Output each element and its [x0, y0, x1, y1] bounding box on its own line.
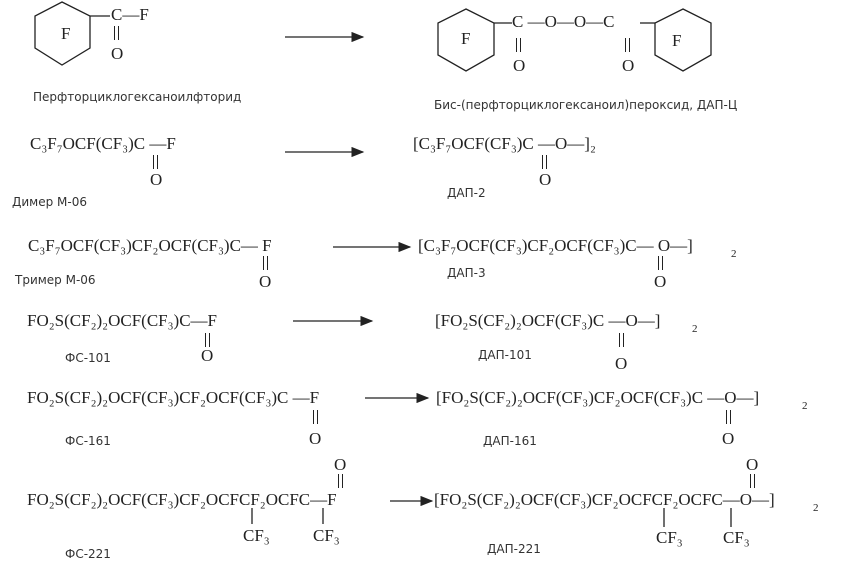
cf3-branch: CF₃ [656, 528, 683, 547]
carbonyl-oxygen: O [259, 272, 272, 291]
ring-label: F [61, 24, 71, 43]
product-subscript: 2 [813, 502, 819, 514]
ring-label: F [672, 31, 682, 50]
product-label: ДАП-161 [483, 434, 537, 448]
reactant-label: Димер М-06 [12, 195, 87, 209]
reactant-label: ФС-221 [65, 547, 111, 561]
carbonyl-oxygen: O [622, 56, 635, 75]
cf3-branch: CF₃ [313, 526, 340, 545]
double-bond [516, 38, 521, 52]
reactant-formula: FO₂S(CF₂)₂OCF(CF₃)C—F [27, 311, 217, 330]
acyl-fluoride-group: C—F [111, 5, 149, 24]
reactant-formula: FO₂S(CF₂)₂OCF(CF₃)CF₂OCF(CF₃)C —F [27, 388, 320, 407]
product-subscript: 2 [731, 248, 737, 260]
cyclohexane-ring-product-right [654, 8, 712, 72]
carbonyl-oxygen: O [111, 44, 124, 63]
reactant-formula: FO₂S(CF₂)₂OCF(CF₃)CF₂OCFCF₂OCFC—F [27, 490, 337, 509]
double-bond [619, 333, 624, 347]
double-bond [205, 333, 210, 347]
product-formula: [FO₂S(CF₂)₂OCF(CF₃)CF₂OCF(CF₃)C —O—] [436, 388, 760, 407]
double-bond [625, 38, 630, 52]
reactant-label: ФС-101 [65, 351, 111, 365]
double-bond [726, 410, 731, 424]
peroxide-chain: C —O—O—C [512, 12, 615, 31]
product-label: ДАП-101 [478, 348, 532, 362]
product-label: Бис-(перфторциклогексаноил)пероксид, ДАП… [434, 98, 738, 112]
product-formula: [FO₂S(CF₂)₂OCF(CF₃)CF₂OCFCF₂OCFC—O—] [434, 490, 775, 509]
carbonyl-oxygen: O [150, 170, 163, 189]
reactant-label: ФС-161 [65, 434, 111, 448]
product-formula: [C₃F₇OCF(CF₃)CF₂OCF(CF₃)C— O—] [418, 236, 693, 255]
carbonyl-oxygen: O [539, 170, 552, 189]
carbonyl-oxygen: O [201, 346, 214, 365]
product-label: ДАП-2 [447, 186, 486, 200]
product-formula: [FO₂S(CF₂)₂OCF(CF₃)C —O—] [435, 311, 661, 330]
double-bond [658, 256, 663, 270]
cf3-branch: CF₃ [723, 528, 750, 547]
carbonyl-oxygen: O [746, 455, 759, 474]
ring-label: F [461, 29, 471, 48]
carbonyl-oxygen: O [615, 354, 628, 373]
reactant-label: Тример М-06 [15, 273, 96, 287]
product-subscript: 2 [802, 400, 808, 412]
double-bond [542, 155, 547, 169]
reactant-formula: C₃F₇OCF(CF₃)C —F [30, 134, 176, 153]
double-bond [114, 26, 119, 40]
product-formula: [C₃F₇OCF(CF₃)C —O—]₂ [413, 134, 596, 153]
carbonyl-oxygen: O [513, 56, 526, 75]
double-bond [153, 155, 158, 169]
reactant-label: Перфторциклогексаноилфторид [33, 90, 242, 104]
reactant-formula: C₃F₇OCF(CF₃)CF₂OCF(CF₃)C— F [28, 236, 272, 255]
carbonyl-oxygen: O [722, 429, 735, 448]
product-subscript: 2 [692, 323, 698, 335]
double-bond [750, 474, 755, 488]
double-bond [263, 256, 268, 270]
carbonyl-oxygen: O [334, 455, 347, 474]
product-label: ДАП-3 [447, 266, 486, 280]
carbonyl-oxygen: O [654, 272, 667, 291]
carbonyl-oxygen: O [309, 429, 322, 448]
double-bond [313, 410, 318, 424]
double-bond [338, 474, 343, 488]
cf3-branch: CF₃ [243, 526, 270, 545]
product-label: ДАП-221 [487, 542, 541, 556]
